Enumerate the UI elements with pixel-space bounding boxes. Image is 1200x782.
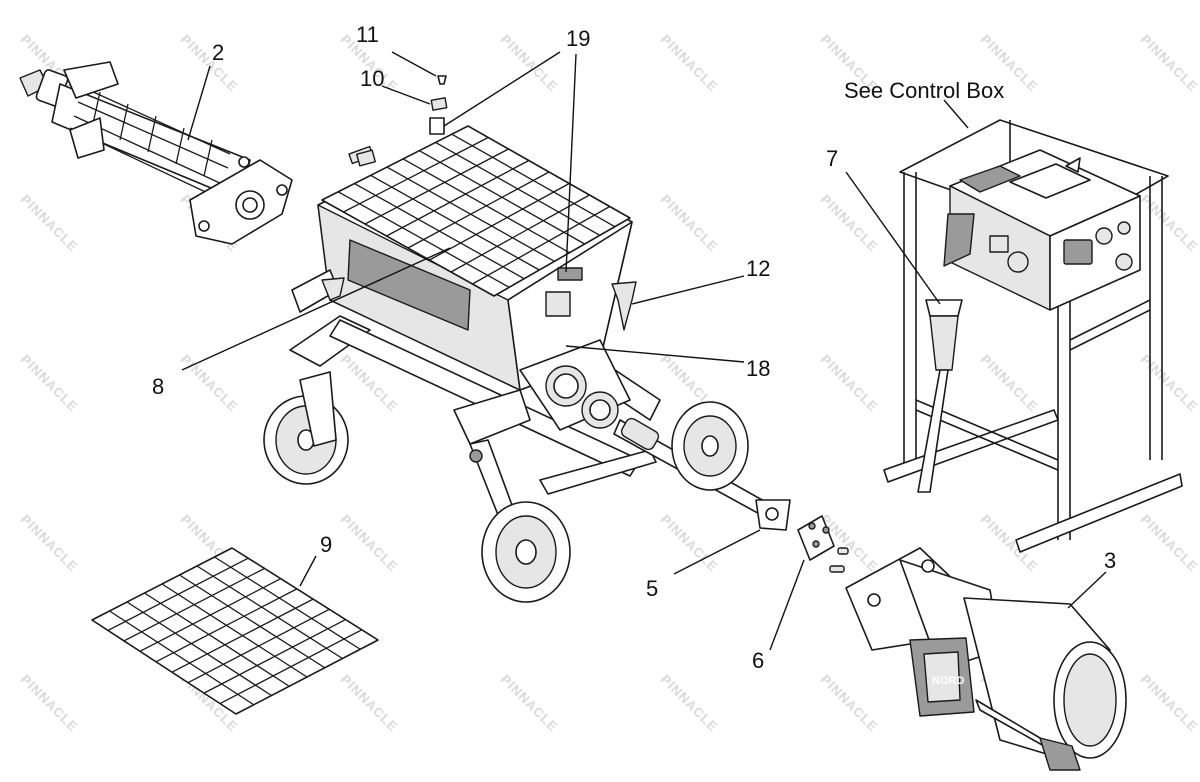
callout-19: 19 xyxy=(566,26,590,51)
grid-line xyxy=(364,148,509,225)
watermark-text: PINNACLE xyxy=(18,672,81,735)
watermark-text: PINNACLE xyxy=(1138,32,1200,95)
watermark-text: PINNACLE xyxy=(658,192,721,255)
grid-line xyxy=(203,618,346,694)
callout-10: 10 xyxy=(360,66,384,91)
watermark-text: PINNACLE xyxy=(1138,192,1200,255)
grate-part xyxy=(91,547,379,715)
grid-line xyxy=(107,557,249,632)
callout-8: 8 xyxy=(152,374,164,399)
watermark-text: PINNACLE xyxy=(658,512,721,575)
leader-lines xyxy=(181,51,1107,651)
watermark-text: PINNACLE xyxy=(818,352,881,415)
watermark-text: PINNACLE xyxy=(498,672,561,735)
grid-line xyxy=(429,182,570,261)
watermark-text: PINNACLE xyxy=(178,32,241,95)
callout-6: 6 xyxy=(752,648,764,673)
callout-7: 7 xyxy=(826,146,838,171)
small-fasteners xyxy=(356,75,448,167)
grid-line xyxy=(179,574,326,669)
grid-line xyxy=(219,629,363,705)
watermark-text: PINNACLE xyxy=(338,512,401,575)
grid-line xyxy=(155,588,298,663)
callout-3: 3 xyxy=(1104,548,1116,573)
watermark-text: PINNACLE xyxy=(658,32,721,95)
grid-line xyxy=(196,565,343,660)
grid-line xyxy=(123,567,265,642)
watermark-text: PINNACLE xyxy=(1138,672,1200,735)
grid-line xyxy=(161,583,308,678)
callout-labels: 2 11 10 19 12 18 8 7 9 5 6 3 See Control… xyxy=(152,22,1116,687)
watermark-text: PINNACLE xyxy=(978,352,1041,415)
coupling-part xyxy=(797,515,849,573)
watermark-text: PINNACLE xyxy=(18,352,81,415)
grid-line xyxy=(214,556,361,650)
hopper-chassis xyxy=(263,117,791,603)
watermark-text: PINNACLE xyxy=(818,672,881,735)
motor-brand-logo: NORD xyxy=(932,675,964,687)
callout-11: 11 xyxy=(356,22,379,47)
grid-line xyxy=(171,598,314,673)
callout-5: 5 xyxy=(646,576,658,601)
grid-line xyxy=(126,601,272,697)
watermark-text: PINNACLE xyxy=(18,512,81,575)
callout-18: 18 xyxy=(746,356,770,381)
grid-line xyxy=(407,171,550,249)
callout-9: 9 xyxy=(320,532,332,557)
watermark-text: PINNACLE xyxy=(818,192,881,255)
watermark-text: PINNACLE xyxy=(178,352,241,415)
grid-line xyxy=(144,592,290,687)
control-box-stand xyxy=(883,119,1183,553)
watermark-text: PINNACLE xyxy=(18,192,81,255)
watermark-text: PINNACLE xyxy=(1138,512,1200,575)
callout-12: 12 xyxy=(746,256,770,281)
watermark-text: PINNACLE xyxy=(658,672,721,735)
see-control-box-label: See Control Box xyxy=(844,78,1004,103)
watermark-text: PINNACLE xyxy=(1138,352,1200,415)
grid-line xyxy=(139,578,281,652)
mixing-shaft-part xyxy=(19,61,293,245)
grid-line xyxy=(109,610,255,706)
callout-2: 2 xyxy=(212,40,224,65)
grid-line xyxy=(450,194,590,273)
grid-line xyxy=(187,608,330,684)
grid-line xyxy=(343,136,489,213)
grid-line xyxy=(472,205,611,285)
watermark-text: PINNACLE xyxy=(338,672,401,735)
grid-line xyxy=(386,159,530,237)
motor-part xyxy=(845,547,1127,771)
